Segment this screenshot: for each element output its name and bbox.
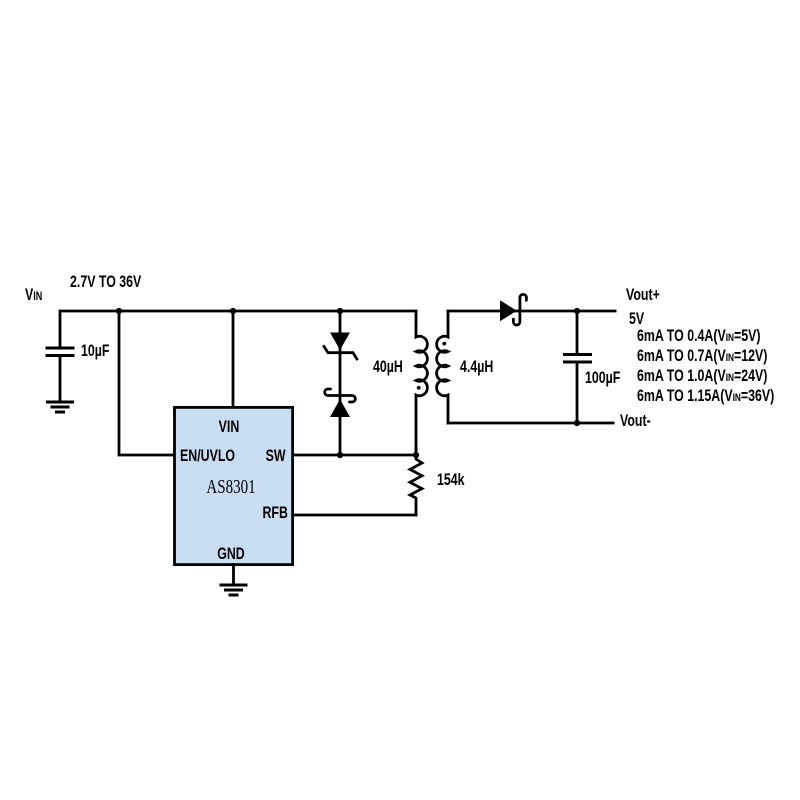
en-uvlo-wire	[117, 309, 177, 457]
output-voltage-label: 5V	[628, 310, 644, 329]
output-spec-line-2: 6mA TO 0.7A(VIN=12V)	[637, 346, 768, 365]
junction-dots	[115, 307, 581, 459]
vin-terminal-label: VIN	[25, 285, 43, 304]
junction-dot	[573, 307, 581, 315]
spec-4-suffix: =36V)	[740, 386, 775, 405]
vin-terminal-sub: IN	[33, 288, 43, 303]
spec-3-sub: IN	[725, 372, 734, 384]
input-rail-wire	[58, 309, 418, 347]
vout-minus-label: Vout-	[619, 412, 651, 431]
spec-1-sub: IN	[725, 332, 734, 344]
output-spec-line-1: 6mA TO 0.4A(VIN=5V)	[637, 328, 760, 345]
output-diode	[500, 300, 517, 322]
vin-terminal-main: V	[25, 285, 34, 304]
secondary-inductance-label: 4.4µH	[460, 358, 494, 376]
output-capacitor	[563, 353, 592, 364]
feedback-resistor-label: 154k	[437, 470, 465, 489]
vout-plus-label: Vout+	[625, 286, 660, 304]
ic-pin-rfb-label: RFB	[262, 504, 288, 522]
output-capacitor-label: 100µF	[584, 369, 620, 387]
clamp-schottky-bar	[323, 387, 357, 404]
output-spec-line-3: 6mA TO 1.0A(VIN=24V)	[637, 368, 767, 385]
junction-dot	[412, 451, 420, 459]
feedback-resistor	[406, 453, 425, 517]
primary-inductance-label: 40µH	[372, 358, 403, 376]
primary-phase-dot	[416, 385, 421, 390]
secondary-phase-dot	[442, 341, 447, 346]
ic-pin-vin-label: VIN	[218, 418, 240, 436]
junction-dot	[336, 451, 344, 459]
ic-part-number: AS8301	[205, 476, 256, 498]
spec-1-prefix: 6mA TO 0.4A(V	[637, 327, 726, 345]
junction-dot	[336, 307, 344, 315]
input-capacitor	[45, 346, 75, 357]
spec-4-prefix: 6mA TO 1.15A(V	[637, 386, 733, 405]
junction-dot	[229, 307, 237, 315]
zener-diode	[330, 332, 350, 350]
spec-2-suffix: =12V)	[733, 346, 768, 365]
transformer-primary-winding	[412, 309, 429, 457]
output-diode-bar	[512, 293, 528, 327]
zener-diode-bar	[322, 344, 359, 361]
input-range-label: 2.7V TO 36V	[70, 272, 142, 291]
ic-body	[173, 405, 294, 566]
spec-1-suffix: =5V)	[733, 327, 761, 345]
spec-2-sub: IN	[725, 351, 734, 364]
ic-pin-sw-label: SW	[266, 447, 286, 465]
spec-4-sub: IN	[732, 391, 741, 404]
input-ground-symbol	[46, 400, 74, 414]
output-spec-line-4: 6mA TO 1.15A(VIN=36V)	[637, 386, 775, 405]
spec-3-prefix: 6mA TO 1.0A(V	[637, 367, 726, 385]
junction-dot	[115, 307, 123, 315]
junction-dot	[573, 419, 581, 427]
ic-pin-gnd-label: GND	[216, 545, 245, 563]
spec-2-prefix: 6mA TO 0.7A(V	[637, 346, 726, 365]
spec-3-suffix: =24V)	[733, 367, 768, 385]
input-capacitor-label: 10µF	[81, 342, 110, 360]
transformer-secondary-winding	[435, 309, 452, 425]
ic-pin-en-uvlo-label: EN/UVLO	[180, 447, 236, 465]
clamp-schottky-diode	[330, 399, 350, 417]
ic-ground-symbol	[219, 583, 248, 597]
